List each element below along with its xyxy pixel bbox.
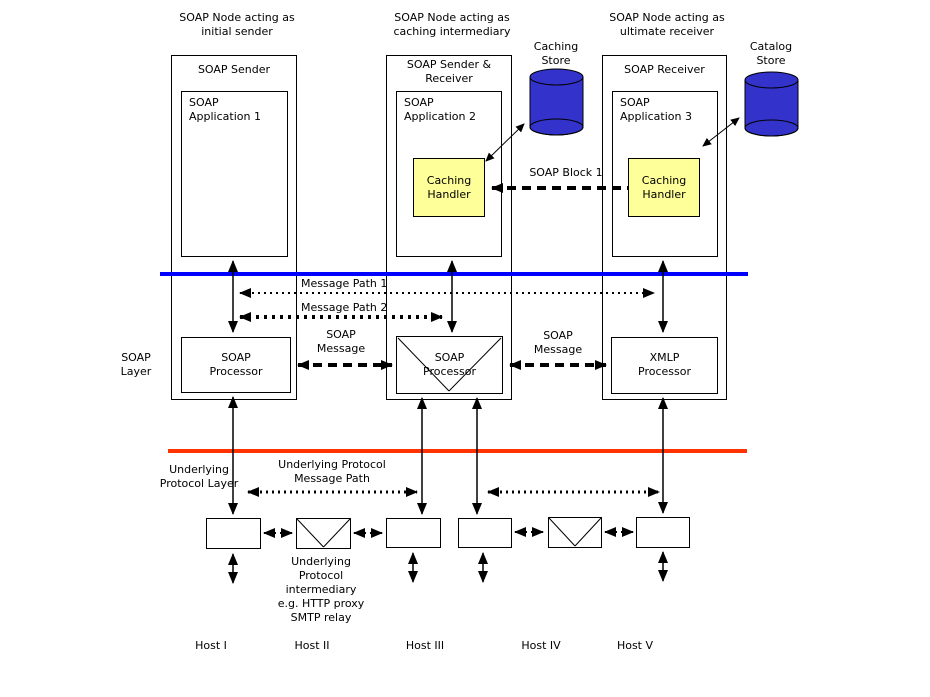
catalog-store-bottom (744, 119, 799, 137)
node1-role-title: SOAP Sender (197, 63, 271, 76)
node3-caching-handler-box (628, 158, 700, 217)
node2-header: SOAP Node acting as caching intermediary (393, 11, 511, 38)
caching-store-bottom-arc (529, 118, 584, 136)
host-label-3: Host III (405, 639, 445, 652)
node2-app-label: SOAP Application 2 (404, 96, 476, 123)
soap-message-label-left: SOAP Message (316, 328, 366, 355)
protocol-box-4 (636, 517, 690, 548)
caching-store-label: Caching Store (533, 40, 579, 67)
protocol-box-2 (386, 518, 441, 548)
protocol-box-1 (206, 518, 261, 549)
node1-app-label: SOAP Application 1 (189, 96, 261, 123)
node3-app-label: SOAP Application 3 (620, 96, 692, 123)
node1-processor-box (181, 337, 291, 393)
node2-caching-handler-label: Caching Handler (426, 174, 472, 201)
caching-store-top (529, 68, 584, 86)
caching-store-body (530, 77, 583, 127)
host-label-4: Host IV (521, 639, 561, 652)
node3-role-title: SOAP Receiver (624, 63, 705, 76)
catalog-store-label: Catalog Store (749, 40, 793, 67)
protocol-intermediary-box-1 (296, 518, 351, 549)
host-label-5: Host V (616, 639, 654, 652)
node1-app-box (181, 91, 288, 257)
node2-role-title: SOAP Sender & Receiver (406, 58, 492, 85)
host-label-1: Host I (195, 639, 227, 652)
node2-processor-label: SOAP Processor (423, 351, 476, 378)
catalog-store-body (745, 80, 798, 128)
node3-caching-handler-label: Caching Handler (641, 174, 687, 201)
soap-message-label-right: SOAP Message (533, 329, 583, 356)
soap-layer-label: SOAP Layer (120, 351, 152, 378)
node1-processor-label: SOAP Processor (209, 351, 263, 378)
protocol-box-3 (458, 518, 512, 548)
catalog-store-cylinder (744, 71, 799, 137)
caching-store-bottom (529, 118, 584, 136)
node3-processor-label: XMLP Processor (638, 351, 691, 378)
node3-processor-box (611, 337, 718, 394)
soap-block-label: SOAP Block 1 (529, 166, 603, 179)
node3-header: SOAP Node acting as ultimate receiver (609, 11, 725, 38)
message-path-1-label: Message Path 1 (301, 277, 388, 290)
node2-caching-handler-box (413, 158, 485, 217)
underlying-protocol-layer-label: Underlying Protocol Layer (159, 463, 239, 490)
underlying-intermediary-label: Underlying Protocol intermediary e.g. HT… (277, 555, 365, 624)
caching-store-cylinder (529, 68, 584, 136)
node1-header: SOAP Node acting as initial sender (179, 11, 295, 38)
host-label-2: Host II (294, 639, 330, 652)
protocol-intermediary-box-2 (548, 517, 602, 548)
catalog-store-bottom-arc (744, 119, 799, 137)
underlying-protocol-message-path-label: Underlying Protocol Message Path (278, 458, 386, 485)
catalog-store-top (744, 71, 799, 89)
message-path-2-label: Message Path 2 (301, 301, 388, 314)
